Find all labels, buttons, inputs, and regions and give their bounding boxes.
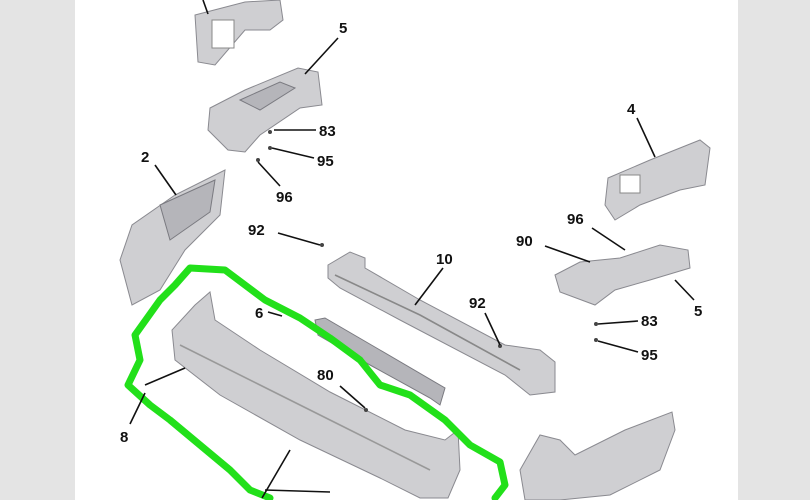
leader-lines: [129, 0, 695, 499]
bracket-5-left: [207, 67, 323, 153]
bumper-absorber-8: [171, 291, 461, 499]
callout-labels: 5 83 95 96 2 4 96 90 10 92 92 6 5 83 95 …: [120, 20, 702, 446]
callout-5: 5: [694, 303, 702, 320]
callout-4: 4: [627, 101, 636, 118]
callout-5: 5: [339, 20, 347, 37]
left-margin: [0, 0, 75, 500]
side-cover-right: [519, 411, 676, 500]
callout-96: 96: [276, 189, 293, 206]
callout-83: 83: [641, 313, 658, 330]
callout-95: 95: [641, 347, 658, 364]
side-cover-2-left: [119, 169, 226, 306]
callout-80: 80: [317, 367, 334, 384]
bracket-5-right: [554, 244, 691, 306]
callout-92: 92: [248, 222, 265, 239]
callout-83: 83: [319, 123, 336, 140]
callout-92: 92: [469, 295, 486, 312]
callout-2: 2: [141, 149, 149, 166]
reinforcement-beam-10: [327, 251, 556, 396]
callout-90: 90: [516, 233, 533, 250]
callout-96: 96: [567, 211, 584, 228]
right-margin: [738, 0, 810, 500]
fasteners: [256, 130, 598, 412]
bracket-4-right: [604, 139, 711, 221]
highlight-outline: [124, 264, 509, 500]
callout-6: 6: [255, 305, 263, 322]
callout-95: 95: [317, 153, 334, 170]
callout-10: 10: [436, 251, 453, 268]
callout-8: 8: [120, 429, 128, 446]
top-bracket: [194, 0, 284, 66]
